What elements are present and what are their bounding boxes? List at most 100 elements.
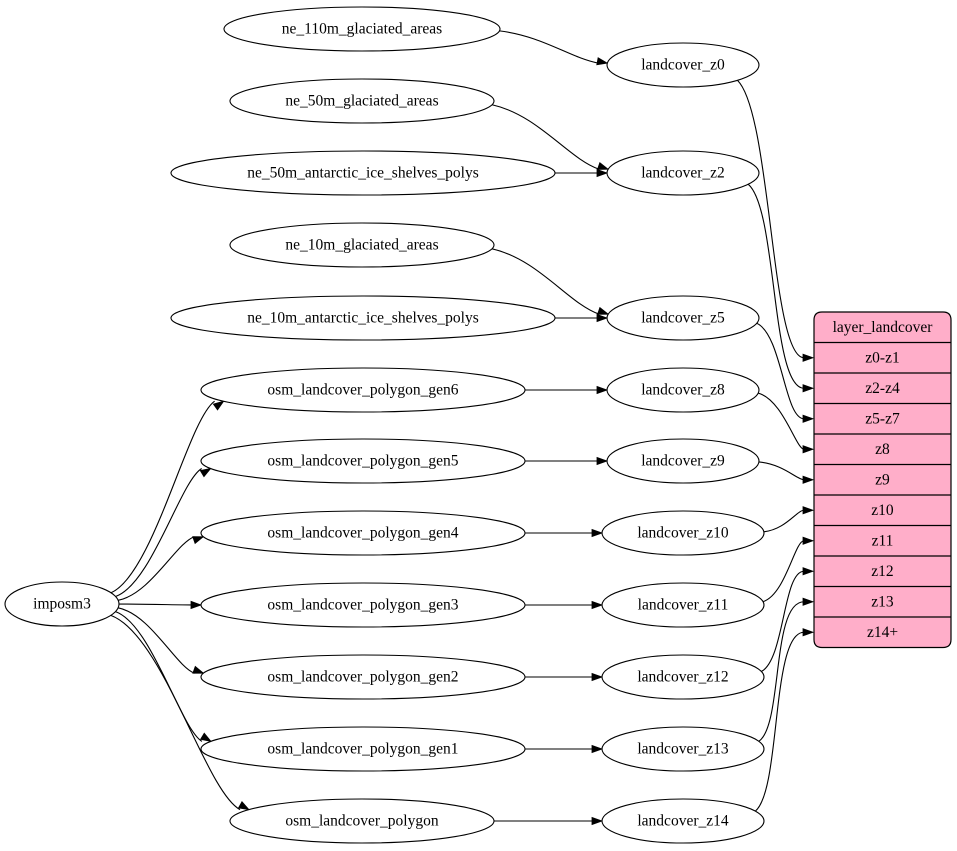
record-node-layer: layer_landcoverz0-z1z2-z4z5-z7z8z9z10z11… [813, 311, 952, 649]
edge-arrowhead [237, 800, 251, 811]
edge-arrowhead [192, 536, 205, 545]
node-osm_landcover_polygon_gen2[interactable]: osm_landcover_polygon_gen2 [200, 654, 526, 700]
edge-imposm3-to-osm_landcover_polygon_gen4 [118, 536, 195, 601]
edge-arrowhead [802, 414, 815, 423]
edge-imposm3-to-osm_landcover_polygon_gen2 [118, 607, 195, 674]
edge-arrowhead [596, 168, 609, 178]
ellipse-shape [606, 295, 760, 341]
edge-arrowhead [596, 57, 609, 66]
edge-imposm3-to-osm_landcover_polygon_gen5 [115, 468, 202, 598]
node-ne_10m_glaciated_areas[interactable]: ne_10m_glaciated_areas [229, 222, 495, 268]
edge-arrowhead [596, 385, 609, 395]
ellipse-shape [601, 798, 765, 844]
edge-arrowhead [802, 597, 815, 606]
node-osm_landcover_polygon_gen5[interactable]: osm_landcover_polygon_gen5 [200, 438, 526, 484]
ellipse-shape [601, 582, 765, 628]
edge-arrowhead [192, 665, 205, 674]
record-outline [813, 311, 952, 649]
record-node-layer-landcover[interactable]: layer_landcoverz0-z1z2-z4z5-z7z8z9z10z11… [813, 311, 952, 649]
edge-arrowhead [591, 744, 604, 754]
edge-imposm3-to-osm_landcover_polygon_gen1 [115, 611, 203, 742]
edge-arrowhead [802, 567, 815, 576]
ellipse-shape [606, 438, 760, 484]
edge-arrowhead [802, 475, 815, 484]
edge-landcover_z12-to-z12 [761, 570, 805, 672]
ellipse-shape [170, 295, 556, 341]
edge-arrowhead [596, 161, 610, 170]
edge-arrowhead [802, 628, 815, 637]
edge-ne_110m_glaciated_areas-to-landcover_z0 [499, 30, 599, 64]
node-landcover_z9[interactable]: landcover_z9 [606, 438, 760, 484]
edge-arrowhead [591, 600, 604, 610]
ellipse-shape [200, 582, 526, 628]
edge-arrowhead [591, 528, 604, 538]
ellipse-shape [601, 654, 765, 700]
node-landcover_z12[interactable]: landcover_z12 [601, 654, 765, 700]
ellipse-shape [606, 150, 760, 196]
edge-arrowhead [802, 353, 815, 362]
edge-ne_10m_glaciated_areas-to-landcover_z5 [491, 248, 600, 315]
node-osm_landcover_polygon_gen1[interactable]: osm_landcover_polygon_gen1 [200, 726, 526, 772]
node-ne_50m_antarctic_ice_shelves_polys[interactable]: ne_50m_antarctic_ice_shelves_polys [170, 150, 556, 196]
node-landcover_z11[interactable]: landcover_z11 [601, 582, 765, 628]
edge-landcover_z11-to-z11 [762, 540, 805, 603]
node-osm_landcover_polygon_gen6[interactable]: osm_landcover_polygon_gen6 [200, 367, 526, 413]
edge-landcover_z9-to-z9 [758, 461, 805, 481]
node-landcover_z2[interactable]: landcover_z2 [606, 150, 760, 196]
ellipse-shape [223, 6, 501, 52]
ellipse-shape [229, 78, 495, 124]
ellipse-shape [200, 510, 526, 556]
ellipse-shape [606, 42, 760, 88]
edge-arrowhead [591, 672, 604, 682]
node-imposm3[interactable]: imposm3 [4, 581, 120, 627]
edge-imposm3-to-osm_landcover_polygon_gen3 [118, 603, 193, 606]
ellipse-shape [601, 726, 765, 772]
ellipse-shape [601, 510, 765, 556]
node-ne_10m_antarctic_ice_shelves_polys[interactable]: ne_10m_antarctic_ice_shelves_polys [170, 295, 556, 341]
ellipse-shape [606, 367, 760, 413]
edge-ne_50m_glaciated_areas-to-landcover_z2 [491, 104, 600, 170]
edge-landcover_z14-to-z14+ [755, 631, 805, 812]
ellipse-shape [170, 150, 556, 196]
edge-landcover_z13-to-z13 [758, 601, 805, 742]
edge-landcover_z0-to-z0-z1 [737, 79, 805, 359]
ellipse-shape [200, 654, 526, 700]
edge-imposm3-to-osm_landcover_polygon [110, 614, 241, 811]
edge-arrowhead [596, 306, 610, 315]
edge-arrowhead [802, 536, 815, 545]
edge-imposm3-to-osm_landcover_polygon_gen6 [110, 400, 215, 594]
edge-arrowhead [596, 456, 609, 466]
node-ne_50m_glaciated_areas[interactable]: ne_50m_glaciated_areas [229, 78, 495, 124]
edge-arrowhead [802, 506, 815, 515]
edge-arrowhead [596, 313, 609, 323]
edge-arrowhead [199, 467, 212, 478]
node-landcover_z0[interactable]: landcover_z0 [606, 42, 760, 88]
node-osm_landcover_polygon_gen3[interactable]: osm_landcover_polygon_gen3 [200, 582, 526, 628]
ellipse-shape [4, 581, 120, 627]
ellipse-shape [200, 726, 526, 772]
node-landcover_z13[interactable]: landcover_z13 [601, 726, 765, 772]
edge-arrowhead [802, 384, 815, 393]
edge-landcover_z8-to-z8 [758, 392, 805, 450]
node-landcover_z8[interactable]: landcover_z8 [606, 367, 760, 413]
node-landcover_z14[interactable]: landcover_z14 [601, 798, 765, 844]
edge-arrowhead [802, 445, 815, 454]
ellipse-shape [200, 367, 526, 413]
edges-layer [110, 30, 815, 826]
edge-arrowhead [190, 600, 203, 610]
node-osm_landcover_polygon_gen4[interactable]: osm_landcover_polygon_gen4 [200, 510, 526, 556]
node-ne_110m_glaciated_areas[interactable]: ne_110m_glaciated_areas [223, 6, 501, 52]
node-landcover_z10[interactable]: landcover_z10 [601, 510, 765, 556]
edge-landcover_z2-to-z2-z4 [747, 183, 805, 389]
edge-landcover_z10-to-z10 [763, 509, 805, 533]
edge-landcover_z5-to-z5-z7 [756, 322, 805, 420]
node-landcover_z5[interactable]: landcover_z5 [606, 295, 760, 341]
edge-arrowhead [212, 400, 225, 411]
edge-arrowhead [591, 816, 604, 826]
ellipse-shape [229, 798, 495, 844]
node-osm_landcover_polygon[interactable]: osm_landcover_polygon [229, 798, 495, 844]
nodes-layer: ne_110m_glaciated_areas ne_50m_glaciated_… [4, 6, 765, 844]
ellipse-shape [200, 438, 526, 484]
